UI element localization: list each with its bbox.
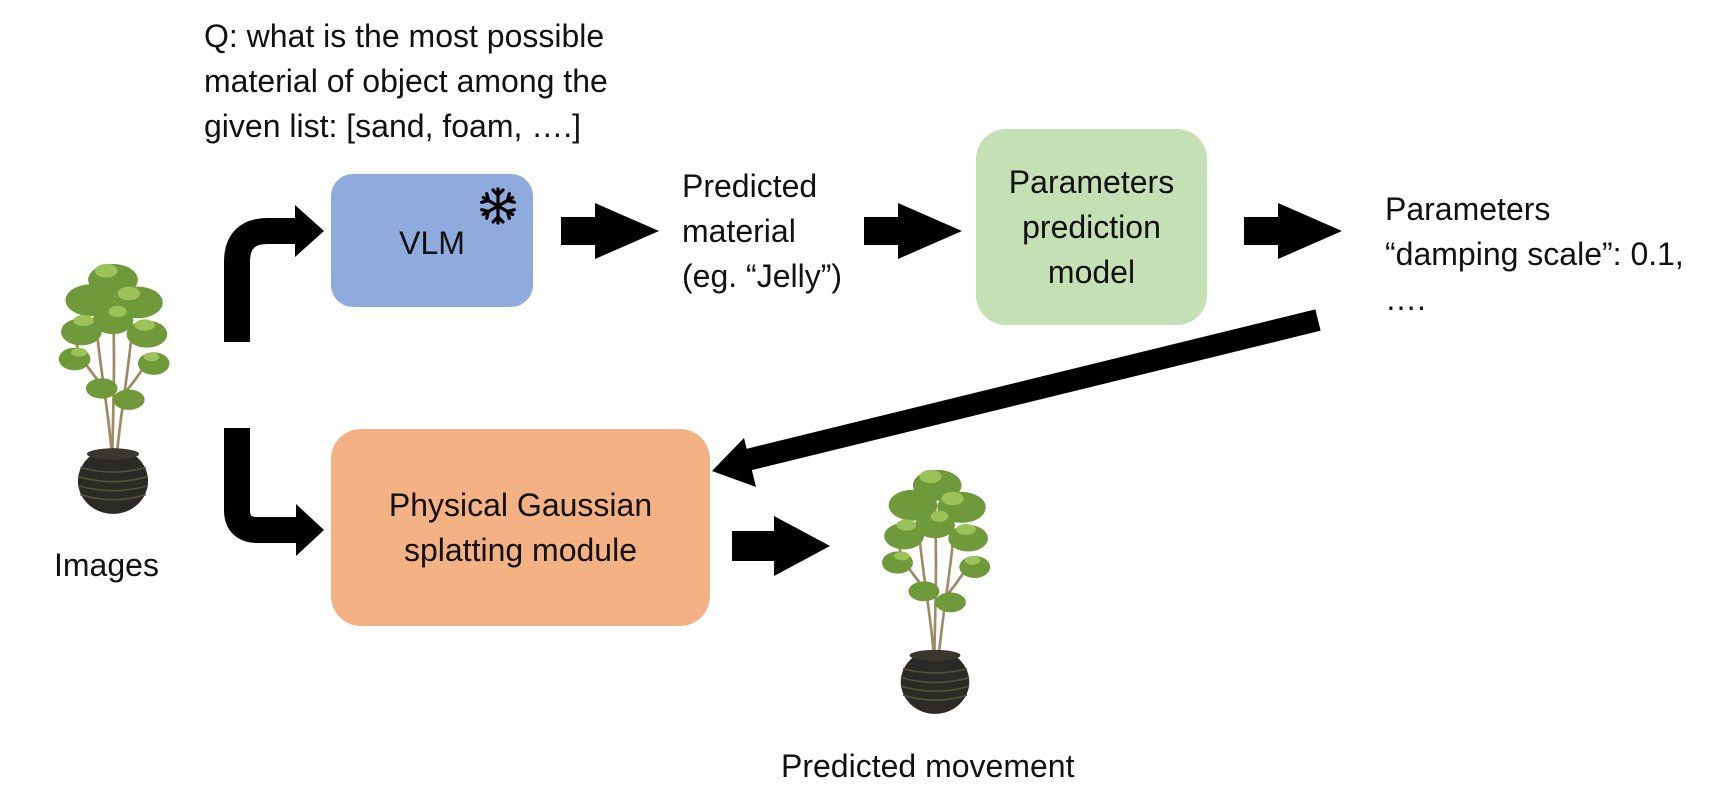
param-model-line-1: Parameters bbox=[1008, 163, 1175, 200]
predicted-material-line-2: material bbox=[682, 213, 796, 249]
arrow-param-model-to-parameters bbox=[1244, 203, 1342, 259]
predicted-movement-plant-image bbox=[881, 469, 991, 714]
arrow-images-to-vlm bbox=[224, 205, 324, 342]
material-query-text: Q: what is the most possible material of… bbox=[204, 14, 608, 149]
input-plant-image bbox=[58, 264, 170, 514]
query-line-1: Q: what is the most possible bbox=[204, 18, 605, 54]
query-line-3: given list: [sand, foam, ….] bbox=[204, 108, 582, 144]
param-model-line-3: model bbox=[1047, 253, 1136, 290]
parameters-line-1: Parameters bbox=[1385, 191, 1551, 227]
parameters-line-3: …. bbox=[1385, 281, 1426, 317]
arrow-gaussian-to-movement bbox=[732, 516, 830, 576]
gaussian-module-line-2: splatting module bbox=[403, 531, 637, 568]
predicted-movement-label: Predicted movement bbox=[781, 748, 1075, 784]
arrow-images-to-gaussian bbox=[224, 428, 324, 556]
arrow-vlm-to-material bbox=[561, 203, 659, 259]
snowflake-icon bbox=[480, 187, 516, 225]
arrow-material-to-param-model bbox=[864, 203, 962, 259]
predicted-material-line-1: Predicted bbox=[682, 168, 818, 204]
predicted-material-line-3: (eg. “Jelly”) bbox=[682, 258, 843, 294]
query-line-2: material of object among the bbox=[204, 63, 608, 99]
predicted-material-text: Predicted material (eg. “Jelly”) bbox=[682, 164, 842, 299]
vlm-label: VLM bbox=[399, 225, 465, 261]
parameters-prediction-model-box: Parameters prediction model bbox=[976, 129, 1207, 325]
images-label: Images bbox=[54, 547, 159, 583]
param-model-line-2: prediction bbox=[1022, 208, 1161, 245]
parameters-output-text: Parameters “damping scale”: 0.1, …. bbox=[1385, 187, 1684, 322]
gaussian-module-line-1: Physical Gaussian bbox=[388, 486, 653, 523]
arrow-parameters-to-gaussian bbox=[712, 309, 1321, 487]
parameters-line-2: “damping scale”: 0.1, bbox=[1385, 236, 1684, 272]
physical-gaussian-splatting-box: Physical Gaussian splatting module bbox=[331, 429, 710, 626]
